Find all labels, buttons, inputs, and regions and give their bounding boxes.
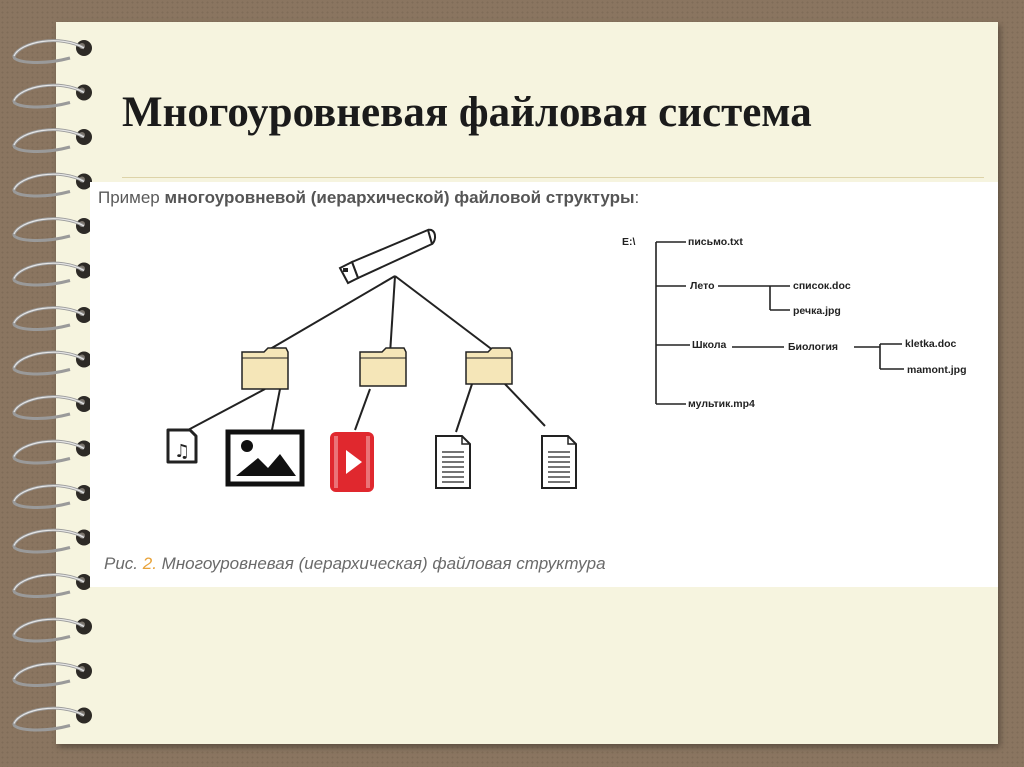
hierarchy-diagram: ♫: [166, 228, 967, 492]
binding-ring: [12, 128, 92, 153]
svg-text:♫: ♫: [174, 441, 190, 462]
caption-text: Многоуровневая (иерархическая) файловая …: [156, 554, 606, 573]
image-file-icon: [225, 429, 305, 487]
tree-folder-biology: Биология: [788, 341, 838, 353]
figure-heading: Пример многоуровневой (иерархической) фа…: [98, 188, 639, 208]
binding-ring: [12, 484, 92, 509]
figure-caption: Рис. 2. Многоуровневая (иерархическая) ф…: [104, 554, 606, 574]
tree-file-letter: письмо.txt: [688, 236, 743, 248]
binding-ring: [12, 617, 92, 643]
binding-ring: [12, 706, 92, 732]
title-divider: [122, 177, 984, 178]
music-file-icon: ♫: [166, 428, 198, 464]
binding-ring: [12, 395, 92, 420]
spiral-binding: [12, 39, 92, 732]
binding-ring: [12, 261, 92, 287]
tree-file-mamont: mamont.jpg: [907, 364, 967, 376]
usb-drive-icon: [338, 228, 437, 285]
figure-heading-prefix: Пример: [98, 188, 165, 207]
caption-number: 2.: [142, 554, 157, 573]
document-icon: [435, 435, 471, 489]
binding-ring: [12, 573, 92, 598]
figure-heading-bold: многоуровневой (иерархической) файловой …: [164, 188, 635, 207]
figure-panel: ♫: [90, 182, 998, 587]
binding-ring: [12, 350, 92, 376]
folder-icon: [241, 347, 289, 390]
tree-folder-school: Школа: [692, 339, 726, 351]
binding-ring: [12, 83, 92, 109]
binding-ring: [12, 528, 92, 554]
tree-file-river: речка.jpg: [793, 305, 841, 317]
caption-prefix: Рис.: [104, 554, 143, 573]
slide-title: Многоуровневая файловая система: [122, 89, 812, 136]
tree-file-list: список.doc: [793, 280, 851, 292]
directory-tree: E:\ письмо.txt Лето список.doc речка.jpg…: [622, 236, 967, 410]
figure-heading-suffix: :: [634, 188, 640, 207]
binding-ring: [12, 39, 92, 64]
binding-ring: [12, 217, 92, 242]
binding-ring: [12, 172, 92, 198]
folder-icon: [465, 347, 513, 385]
tree-root-label: E:\: [622, 236, 636, 248]
tree-file-cartoon: мультик.mp4: [688, 398, 755, 410]
folder-icon: [359, 347, 407, 387]
binding-ring: [12, 439, 92, 465]
tree-lines: [187, 275, 546, 433]
tree-folder-summer: Лето: [690, 280, 715, 292]
tree-file-kletka: kletka.doc: [905, 338, 957, 350]
binding-ring: [12, 306, 92, 331]
binding-ring: [12, 662, 92, 687]
video-file-icon: [330, 432, 374, 492]
document-icon: [541, 435, 577, 489]
